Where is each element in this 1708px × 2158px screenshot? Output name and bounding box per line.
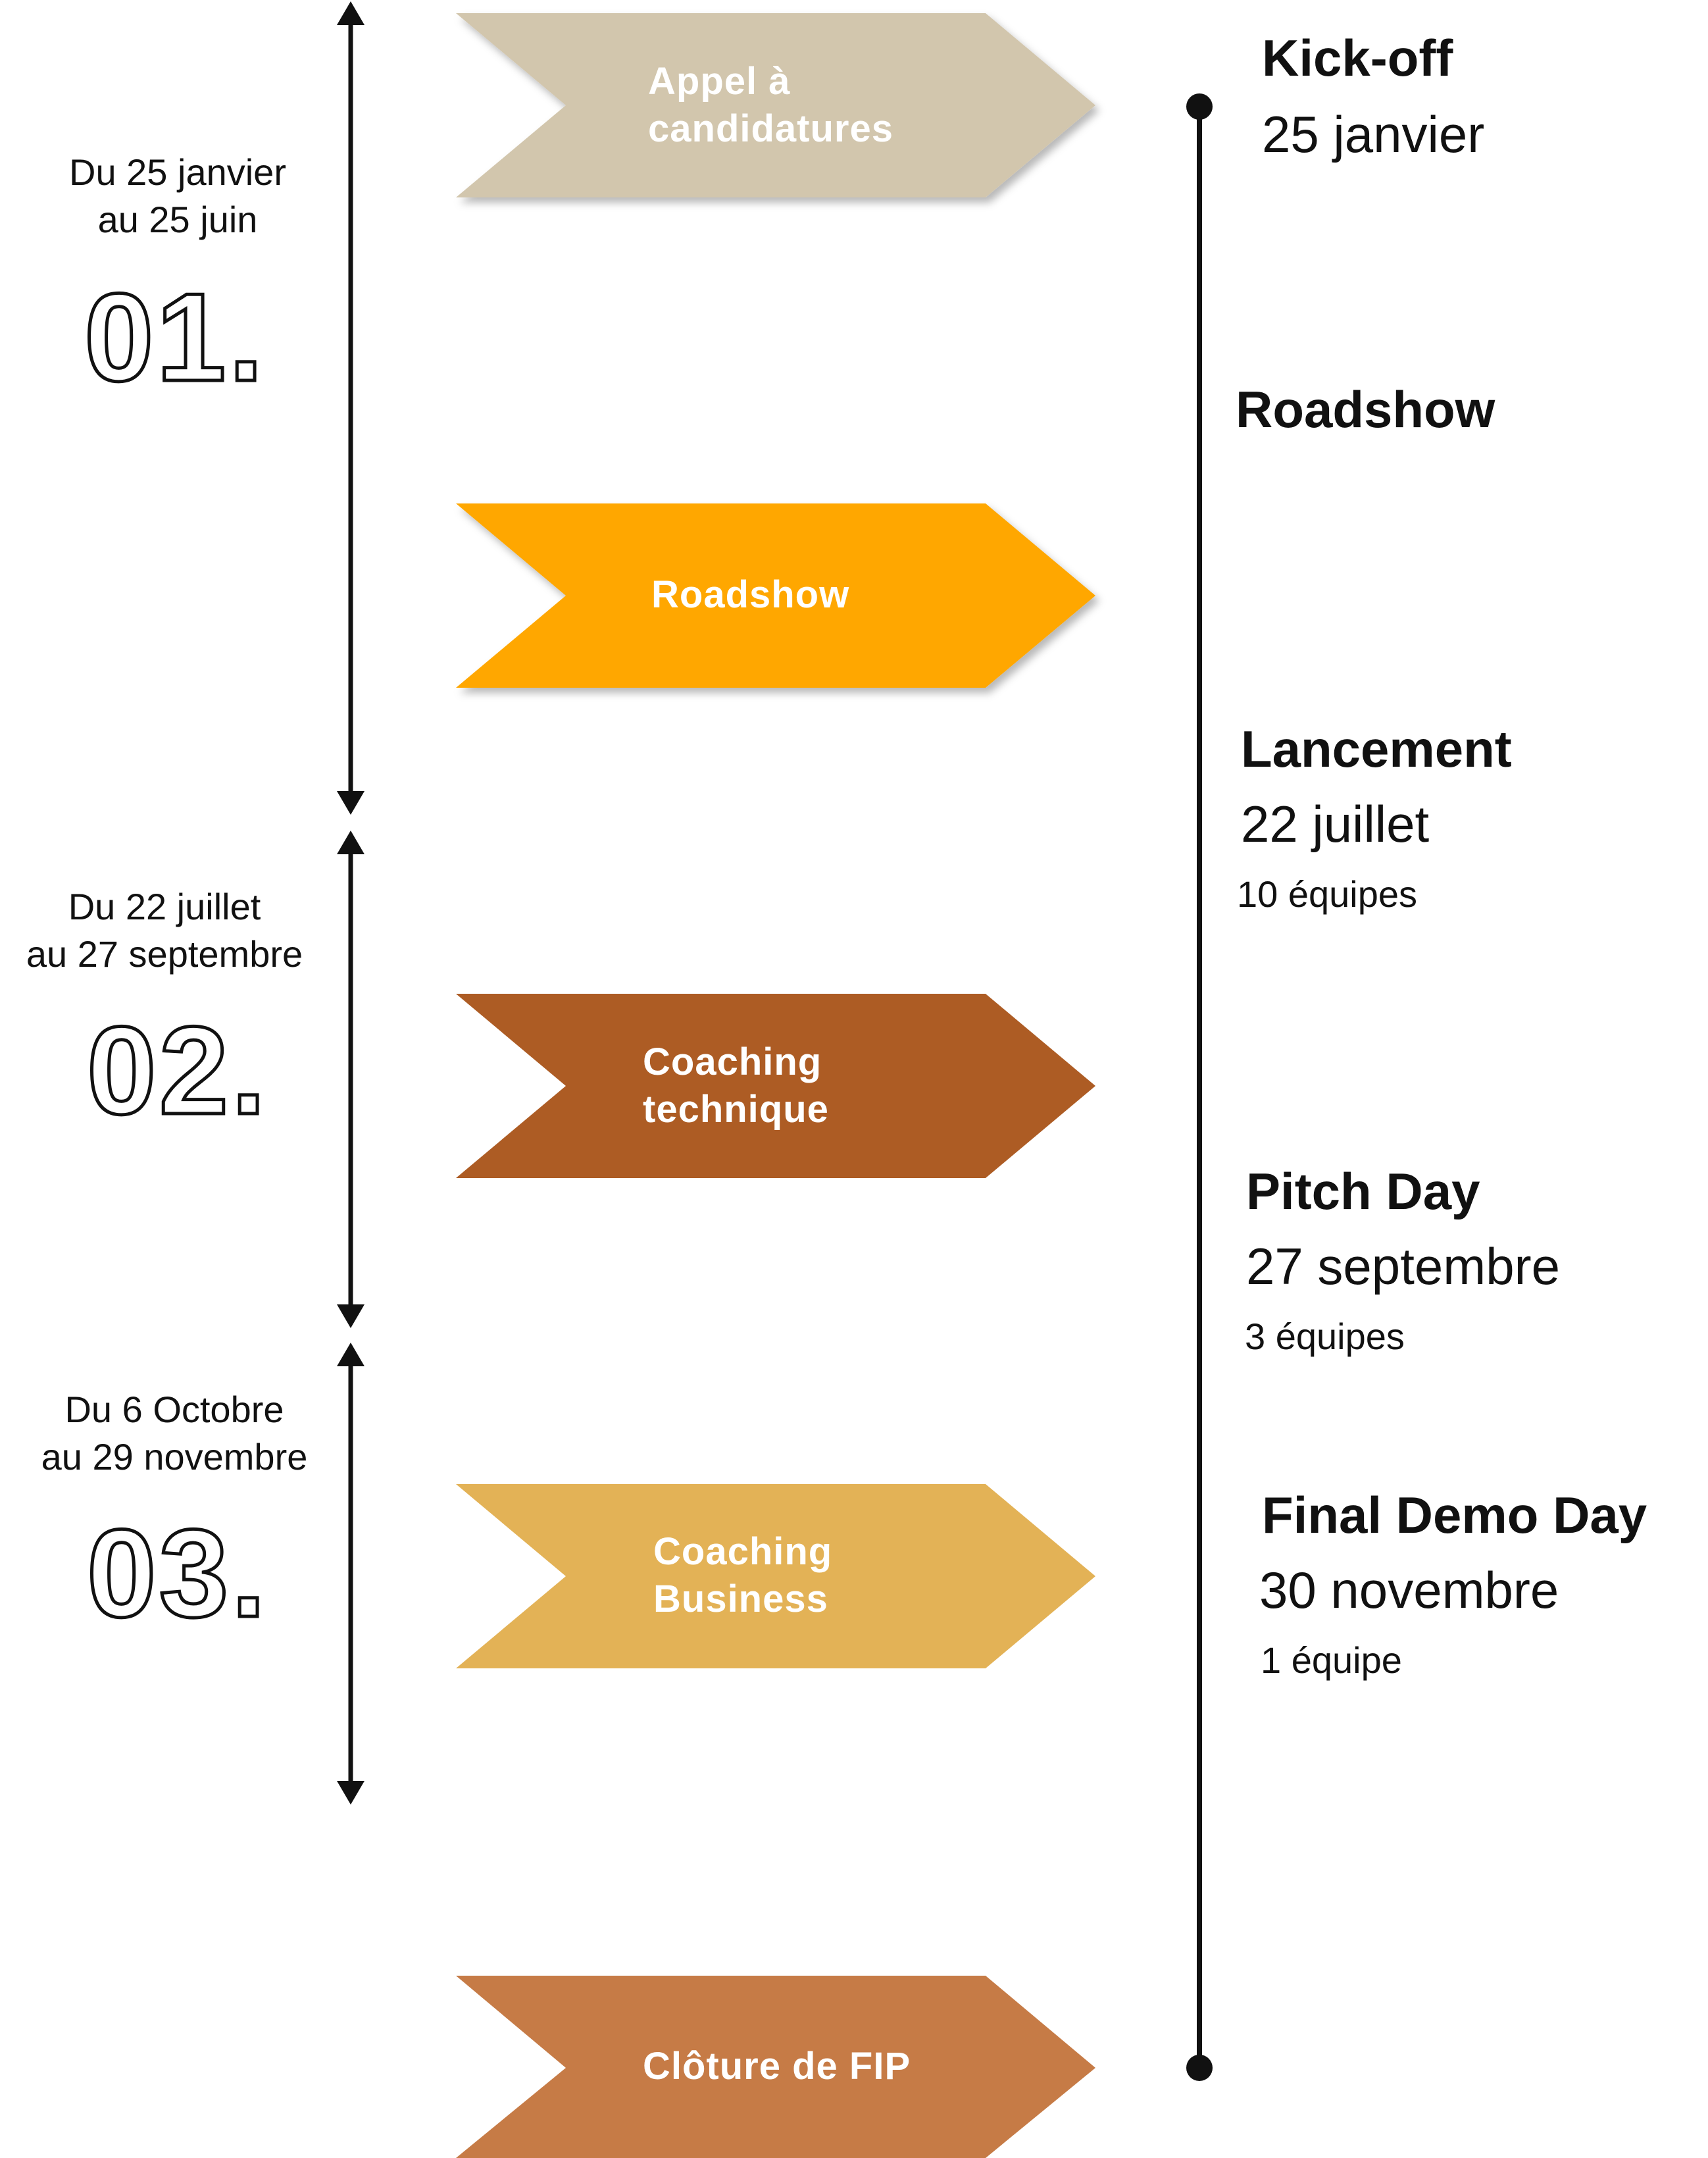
chevron-shape-2 [456,503,1095,688]
event-timeline [1186,93,1213,2081]
event-title-pitch-day: Pitch Day [1246,1162,1480,1220]
chevron-shape-1 [456,13,1095,197]
event-date-final-demo-day: 30 novembre [1259,1561,1559,1619]
chevron-label-2: Roadshow [651,573,850,616]
phase-range-2: Du 22 juillet au 27 septembre [26,886,303,975]
phase-range-3: Du 6 Octobre au 29 novembre [41,1389,308,1477]
phase-number-2: 02. [85,1001,269,1141]
chevron-shape-5 [456,1976,1095,2158]
chevron-label-3: Coaching technique [643,1040,829,1131]
event-title-roadshow: Roadshow [1236,380,1495,438]
phase-arrow-2 [337,831,364,1328]
phase-arrow-3 [337,1343,364,1805]
timeline-end-dot [1186,2055,1213,2081]
phase-range-1: Du 25 janvier au 25 juin [69,151,286,240]
chevron-label-4: Coaching Business [653,1530,833,1620]
chevron-shape-4 [456,1484,1095,1668]
event-count-lancement: 10 équipes [1237,873,1418,915]
phase-number-3: 03. [85,1504,269,1643]
event-date-pitch-day: 27 septembre [1246,1237,1560,1295]
chevron-label-1: Appel à candidatures [648,60,893,150]
event-date-kickoff: 25 janvier [1262,105,1485,163]
chevron-shape-3 [456,994,1095,1178]
event-count-final-demo-day: 1 équipe [1261,1639,1402,1681]
timeline-start-dot [1186,93,1213,120]
event-title-kickoff: Kick-off [1262,29,1453,87]
event-title-final-demo-day: Final Demo Day [1262,1486,1647,1544]
event-count-pitch-day: 3 équipes [1245,1316,1405,1357]
event-title-lancement: Lancement [1241,720,1512,778]
phase-arrow-1 [337,1,364,815]
phase-number-1: 01. [82,268,266,407]
event-date-lancement: 22 juillet [1241,795,1430,853]
chevron-label-5: Clôture de FIP [643,2045,911,2088]
